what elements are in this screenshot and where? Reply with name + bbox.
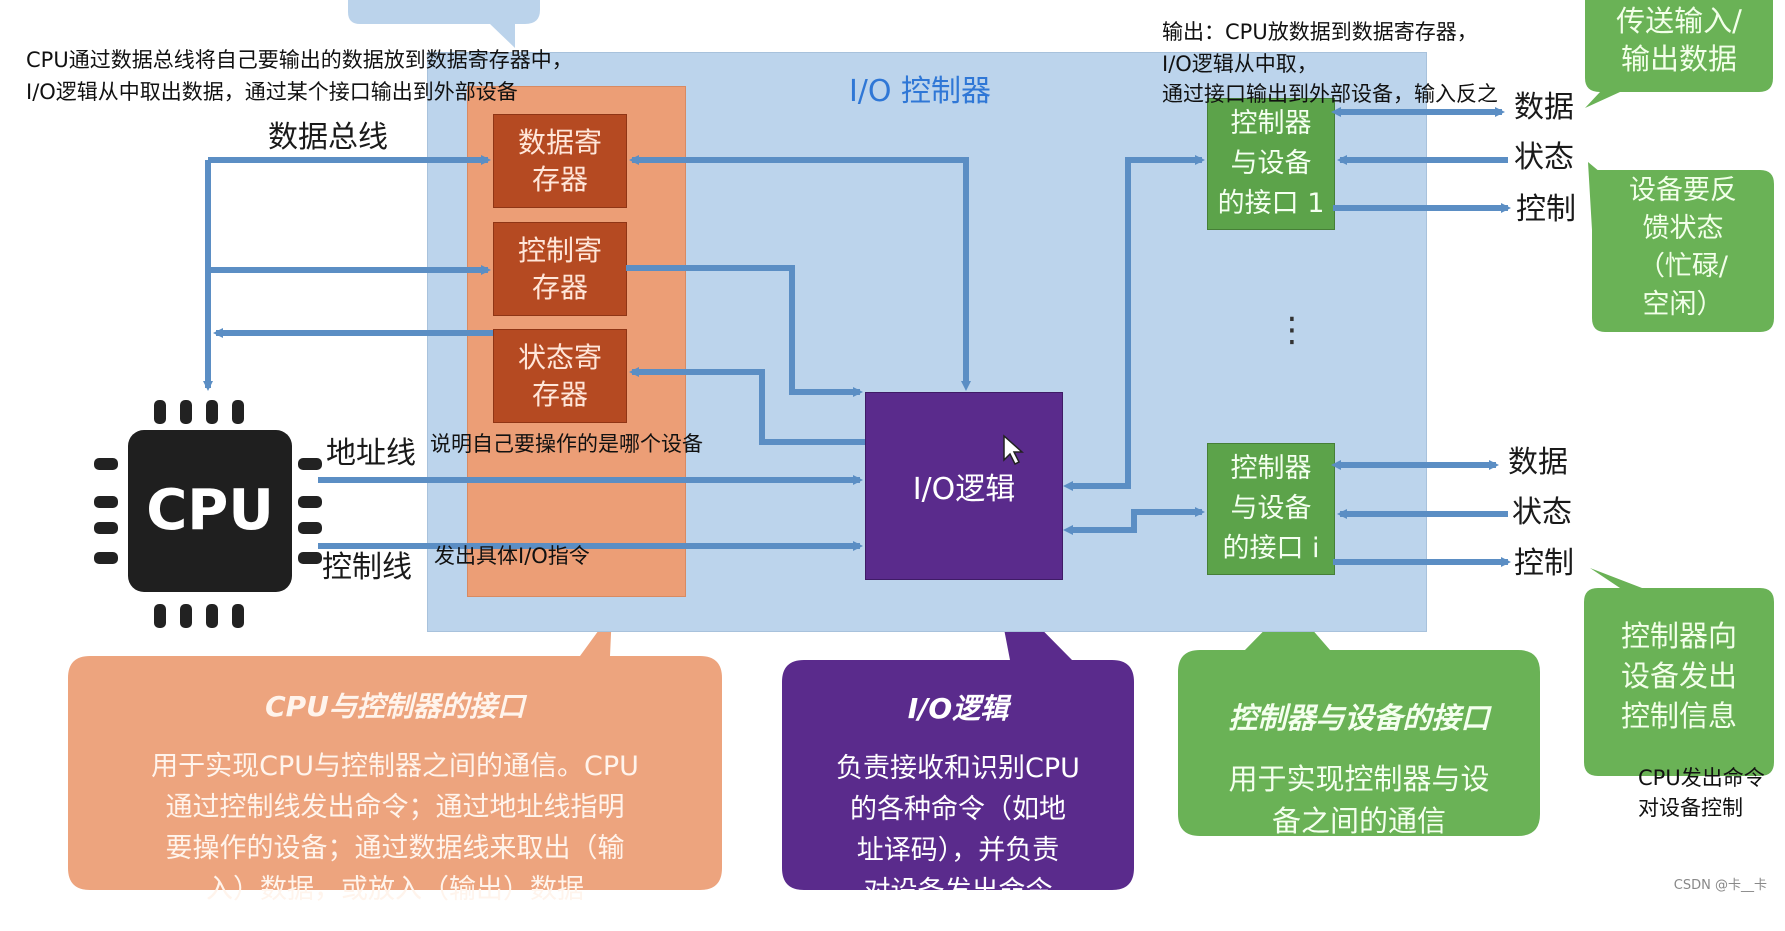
annotation-address-note: 说明自己要操作的是哪个设备 — [430, 432, 703, 456]
bubble-cpu-iface-shape — [68, 612, 722, 890]
bubble-dev-iface-body: 用于实现控制器与设 备之间的通信 — [1228, 762, 1490, 838]
iface1-control-label: 控制 — [1516, 192, 1576, 227]
cpu-label: CPU — [146, 478, 274, 543]
bubble-dev-iface-shape — [1178, 604, 1540, 836]
status-register: 状态寄 存器 — [493, 329, 627, 423]
data-register: 数据寄 存器 — [493, 114, 627, 208]
bubble-transfer-io-text: 传送输入/ 输出数据 — [1616, 4, 1742, 76]
iface1-data-label: 数据 — [1514, 90, 1574, 125]
bubble-dev-iface-title: 控制器与设备的接口 — [1228, 701, 1490, 735]
device-interface-1: 控制器 与设备 的接口 1 — [1207, 98, 1335, 230]
bubble-dev-iface: 控制器与设备的接口 用于实现控制器与设 备之间的通信 — [1178, 678, 1540, 861]
bubble-iologic-shape — [782, 582, 1134, 890]
ifacei-data-label: 数据 — [1508, 445, 1568, 480]
annotation-top-right-line3: 通过接口输出到外部设备，输入反之 — [1162, 82, 1498, 106]
ifacei-status-label: 状态 — [1512, 495, 1572, 530]
io-controller-title: I/O 控制器 — [848, 74, 992, 109]
device-interface-i: 控制器 与设备 的接口 i — [1207, 443, 1335, 575]
annotation-top-left-line1: CPU通过数据总线将自己要输出的数据放到数据寄存器中， — [26, 48, 573, 72]
bubble-cpu-iface-body: 用于实现CPU与控制器之间的通信。CPU 通过控制线发出命令；通过地址线指明 要… — [151, 751, 639, 905]
diagram-canvas — [68, 0, 1774, 890]
annotation-top-right-line1: 输出：CPU放数据到数据寄存器， — [1162, 20, 1478, 44]
iface1-status-label: 状态 — [1514, 140, 1574, 175]
address-line-label: 地址线 — [326, 436, 416, 471]
ifacei-control-label: 控制 — [1514, 546, 1574, 581]
annotation-control-note: 发出具体I/O指令 — [434, 544, 590, 568]
top-cropped-bubble — [348, 0, 540, 48]
bubble-feedback-shape — [1588, 162, 1774, 332]
bubble-send-control-shape — [1584, 568, 1774, 776]
data-bus-label: 数据总线 — [268, 120, 388, 155]
annotation-bottom-right-line2: 对设备控制 — [1638, 796, 1743, 820]
bubble-transfer-io-shape — [1585, 0, 1773, 108]
bubble-iologic-body: 负责接收和识别CPU 的各种命令（如地 址译码），并负责 对设备发出命令 — [836, 753, 1080, 907]
csdn-watermark: CSDN @卡__卡 — [1673, 878, 1767, 893]
interfaces-ellipsis: ⋮ — [1275, 310, 1309, 350]
bubble-iologic: I/O逻辑 负责接收和识别CPU 的各种命令（如地 址译码），并负责 对设备发出… — [782, 670, 1134, 931]
bubble-feedback-status-text: 设备要反 馈状态 （忙碌/ 空闲） — [1629, 175, 1737, 320]
control-line-label: 控制线 — [322, 550, 412, 585]
io-logic-block: I/O逻辑 — [865, 392, 1063, 580]
annotation-top-left-line2: I/O逻辑从中取出数据，通过某个接口输出到外部设备 — [26, 80, 518, 104]
bubble-send-control-text: 控制器向 设备发出 控制信息 — [1620, 619, 1737, 733]
bubble-iologic-title: I/O逻辑 — [907, 692, 1009, 725]
annotation-top-right-line2: I/O逻辑从中取， — [1162, 52, 1318, 76]
cpu-chip-body — [128, 430, 292, 592]
bubble-cpu-iface: CPU与控制器的接口 用于实现CPU与控制器之间的通信。CPU 通过控制线发出命… — [68, 668, 722, 929]
bubble-cpu-iface-title: CPU与控制器的接口 — [265, 690, 525, 723]
cpu-chip-pins — [94, 400, 322, 628]
annotation-bottom-right-line1: CPU发出命令 — [1638, 766, 1765, 790]
control-register: 控制寄 存器 — [493, 222, 627, 316]
